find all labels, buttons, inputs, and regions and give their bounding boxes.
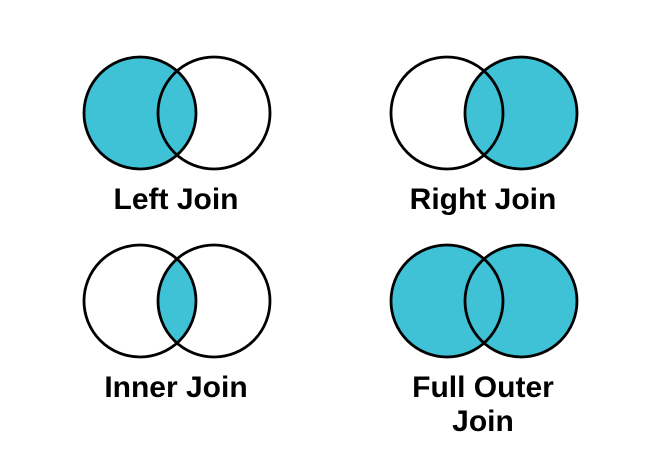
venn-diagram — [389, 55, 579, 171]
join-label: Right Join — [409, 183, 557, 216]
left-circle-outline — [82, 243, 198, 359]
left-circle-outline — [82, 55, 198, 171]
left-circle-outline — [389, 243, 505, 359]
venn-diagram — [82, 55, 272, 171]
venn-inner-join: Inner Join — [56, 235, 296, 405]
join-label: Inner Join — [104, 371, 248, 404]
venn-diagram — [389, 243, 579, 359]
intersection-region-fill — [158, 245, 196, 357]
right-circle-outline — [156, 243, 272, 359]
right-circle-outline — [463, 243, 579, 359]
venn-diagram — [82, 243, 272, 359]
left-circle-outline — [389, 55, 505, 171]
right-circle-outline — [156, 55, 272, 171]
join-label: Left Join — [113, 183, 239, 216]
intersection-region-fill — [465, 245, 503, 357]
right-circle-outline — [463, 55, 579, 171]
intersection-region-fill — [158, 57, 196, 169]
venn-left-join: Left Join — [56, 47, 296, 217]
join-label: Full Outer Join — [412, 371, 554, 438]
intersection-region-fill — [465, 57, 503, 169]
venn-right-join: Right Join — [363, 47, 603, 217]
venn-full-outer-join: Full Outer Join — [363, 235, 603, 439]
